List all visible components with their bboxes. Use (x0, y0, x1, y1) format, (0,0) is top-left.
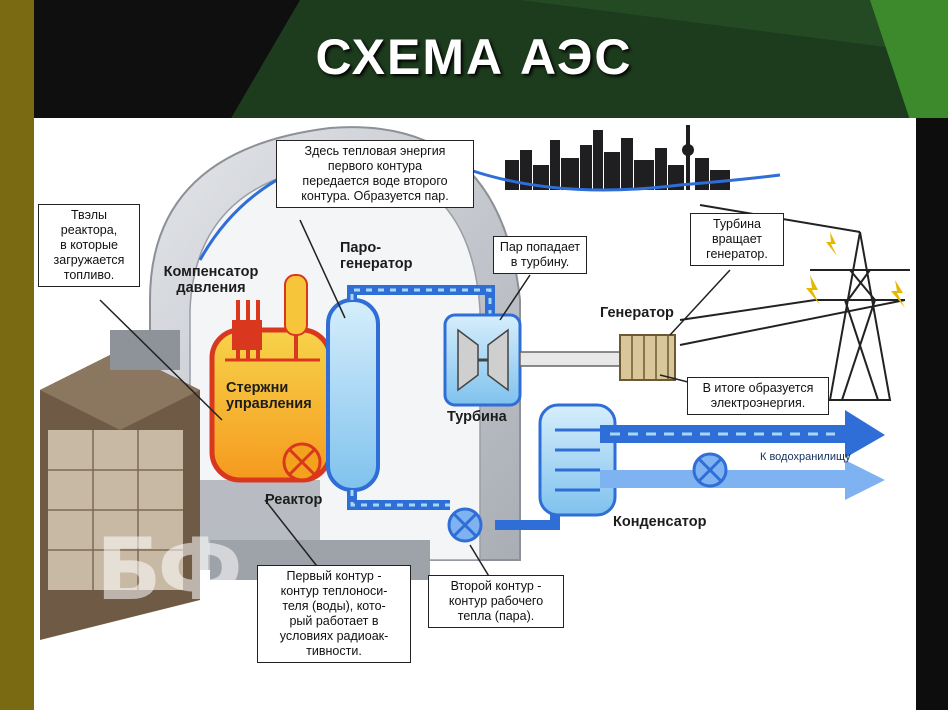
label-reactor: Реактор (265, 492, 323, 508)
page-title: СХЕМА АЭС (315, 29, 633, 85)
label-generator: Генератор (600, 305, 674, 321)
city-skyline (505, 125, 730, 190)
feed-pump-icon (447, 507, 483, 543)
primary-pump-icon (282, 442, 322, 482)
note-fuel-rods: Твэлы реактора, в которые загружается то… (38, 204, 140, 287)
label-condenser: Конденсатор (613, 514, 707, 530)
condenser (538, 403, 617, 517)
watermark-logo: БФ (96, 520, 243, 620)
generator (619, 334, 676, 381)
reactor-vessel (209, 300, 333, 483)
note-electricity: В итоге образуется электроэнергия. (687, 377, 829, 415)
label-turbine: Турбина (447, 409, 507, 425)
note-steam-to-turbine: Пар попадает в турбину. (493, 236, 587, 274)
turbine (443, 313, 522, 407)
spark-icon (806, 232, 905, 308)
circulation-pump-icon (692, 452, 728, 488)
note-secondary-loop: Второй контур - контур рабочего тепла (п… (428, 575, 564, 628)
note-turbine-rotates: Турбина вращает генератор. (690, 213, 784, 266)
label-pressure-compensator: Компенсатор давления (163, 264, 259, 296)
pressure-compensator (284, 274, 308, 360)
note-heat-transfer: Здесь тепловая энергия первого контура п… (276, 140, 474, 208)
label-control-rods: Стержни управления (226, 380, 312, 412)
label-to-reservoir: К водохранилищу (760, 451, 851, 463)
label-steam-generator: Паро- генератор (340, 240, 413, 272)
turbine-shaft (519, 351, 621, 367)
steam-generator (326, 298, 380, 492)
note-primary-loop: Первый контур - контур теплоноси- теля (… (257, 565, 411, 663)
cooling-water-pipe (600, 410, 885, 500)
